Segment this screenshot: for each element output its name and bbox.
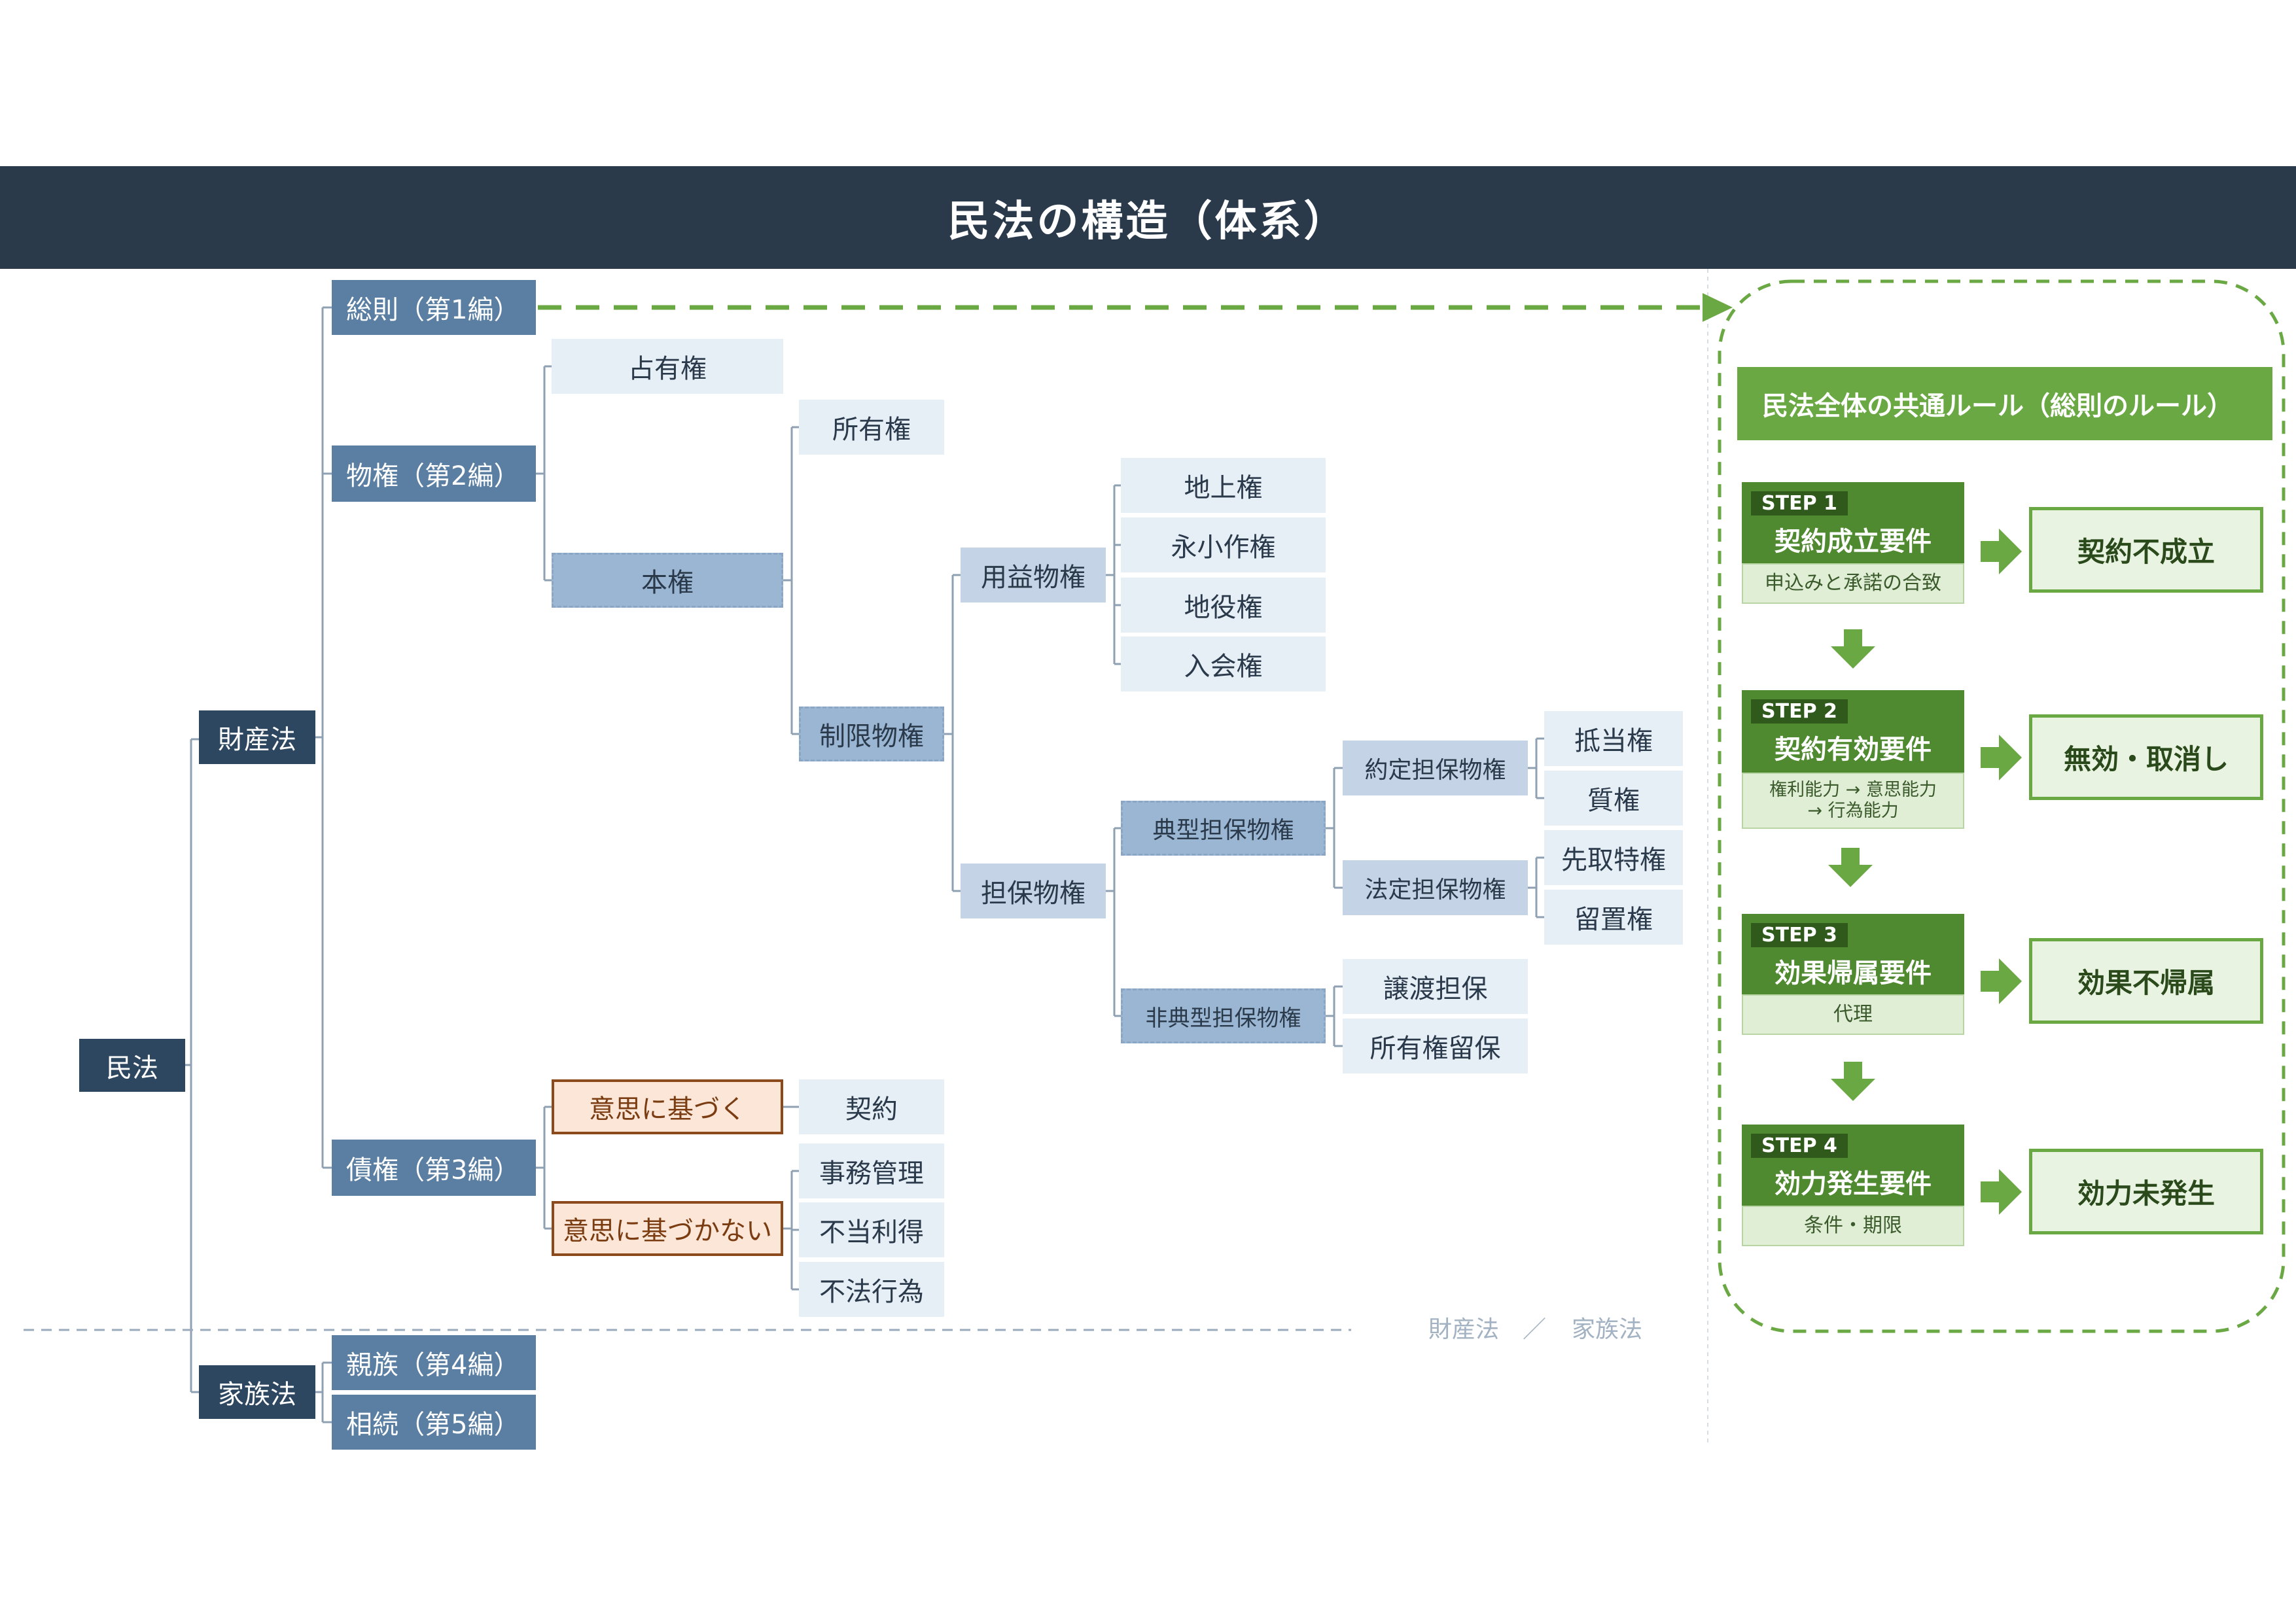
- step-2-card: STEP 2 契約有効要件 権利能力 → 意思能力 → 行為能力: [1742, 690, 1964, 829]
- step-sub: 申込みと承諾の合致: [1742, 563, 1964, 604]
- node-senyuken: 占有権: [552, 339, 783, 394]
- node-honken: 本権: [552, 553, 783, 608]
- step-name: 契約成立要件: [1775, 527, 1932, 557]
- result-3: 効果不帰属: [2029, 938, 2263, 1024]
- step-4-card: STEP 4 効力発生要件 条件・期限: [1742, 1125, 1964, 1246]
- node-tenkei-tanpo: 典型担保物権: [1121, 801, 1326, 856]
- node-sozoku: 相続（第5編）: [332, 1395, 536, 1450]
- node-chiekiken: 地役権: [1121, 578, 1326, 633]
- step-sub-line: 申込みと承諾の合致: [1765, 572, 1941, 595]
- node-futo-ritoku: 不当利得: [799, 1202, 944, 1257]
- node-keiyaku: 契約: [799, 1079, 944, 1134]
- step-3-card: STEP 3 効果帰属要件 代理: [1742, 914, 1964, 1035]
- node-eikosakuken: 永小作権: [1121, 517, 1326, 572]
- step-sub-line: 代理: [1833, 1003, 1873, 1026]
- node-shoyuken: 所有権: [799, 400, 944, 455]
- node-seigen-bukken: 制限物権: [799, 707, 944, 761]
- node-tanpo-bukken: 担保物権: [961, 864, 1106, 918]
- step-sub-line: → 行為能力: [1807, 801, 1899, 821]
- step-sub: 代理: [1742, 994, 1964, 1035]
- step-sub: 権利能力 → 意思能力 → 行為能力: [1742, 773, 1964, 829]
- step-sub-line: 条件・期限: [1804, 1214, 1902, 1237]
- step-1-card: STEP 1 契約成立要件 申込みと承諾の合致: [1742, 482, 1964, 604]
- step-sub-line: 権利能力 → 意思能力: [1769, 779, 1937, 800]
- node-shoyuken-ryuho: 所有権留保: [1343, 1019, 1528, 1073]
- node-yakutei-tanpo: 約定担保物権: [1343, 741, 1528, 795]
- result-4: 効力未発生: [2029, 1149, 2263, 1234]
- node-hitenkei-tanpo: 非典型担保物権: [1121, 988, 1326, 1043]
- node-chijoken: 地上権: [1121, 458, 1326, 513]
- node-sosoku: 総則（第1編）: [332, 280, 536, 335]
- separator-slash: ／: [1523, 1316, 1547, 1343]
- step-tag: STEP 1: [1751, 491, 1848, 515]
- node-yoeki-bukken: 用益物権: [961, 548, 1106, 602]
- result-2: 無効・取消し: [2029, 714, 2263, 800]
- node-ishi-ni-motozukanai: 意思に基づかない: [552, 1201, 783, 1256]
- separator-label-kazokuho: 家族法: [1572, 1316, 1643, 1343]
- node-ishi-ni-motozuku: 意思に基づく: [552, 1079, 783, 1134]
- node-saiken: 債権（第3編）: [332, 1140, 536, 1196]
- step-name: 効果帰属要件: [1775, 958, 1932, 988]
- node-jimu-kanri: 事務管理: [799, 1143, 944, 1198]
- result-1: 契約不成立: [2029, 507, 2263, 593]
- step-tag: STEP 4: [1751, 1134, 1848, 1158]
- step-tag: STEP 3: [1751, 923, 1848, 947]
- step-tag: STEP 2: [1751, 699, 1848, 724]
- node-minpo: 民法: [79, 1039, 185, 1092]
- node-iriaiken: 入会権: [1121, 637, 1326, 691]
- node-teitoken: 抵当権: [1544, 711, 1683, 766]
- separator-label-zaisanho: 財産法: [1428, 1316, 1500, 1343]
- step-sub: 条件・期限: [1742, 1206, 1964, 1246]
- node-ryuchiken: 留置権: [1544, 890, 1683, 945]
- node-fuho-koi: 不法行為: [799, 1262, 944, 1317]
- node-shinzoku: 親族（第4編）: [332, 1335, 536, 1390]
- node-shichiken: 質権: [1544, 771, 1683, 826]
- node-bukken: 物権（第2編）: [332, 445, 536, 502]
- rules-heading: 民法全体の共通ルール（総則のルール）: [1737, 367, 2272, 440]
- node-zaisanho: 財産法: [199, 710, 315, 764]
- title-bar: 民法の構造（体系）: [0, 166, 2296, 269]
- node-sakidori: 先取特権: [1544, 830, 1683, 885]
- step-name: 契約有効要件: [1775, 735, 1932, 765]
- page-title: 民法の構造（体系）: [947, 197, 1349, 246]
- node-hotei-tanpo: 法定担保物権: [1343, 860, 1528, 915]
- node-kazokuho: 家族法: [199, 1365, 315, 1419]
- node-joto-tanpo: 譲渡担保: [1343, 959, 1528, 1014]
- step-name: 効力発生要件: [1775, 1169, 1932, 1199]
